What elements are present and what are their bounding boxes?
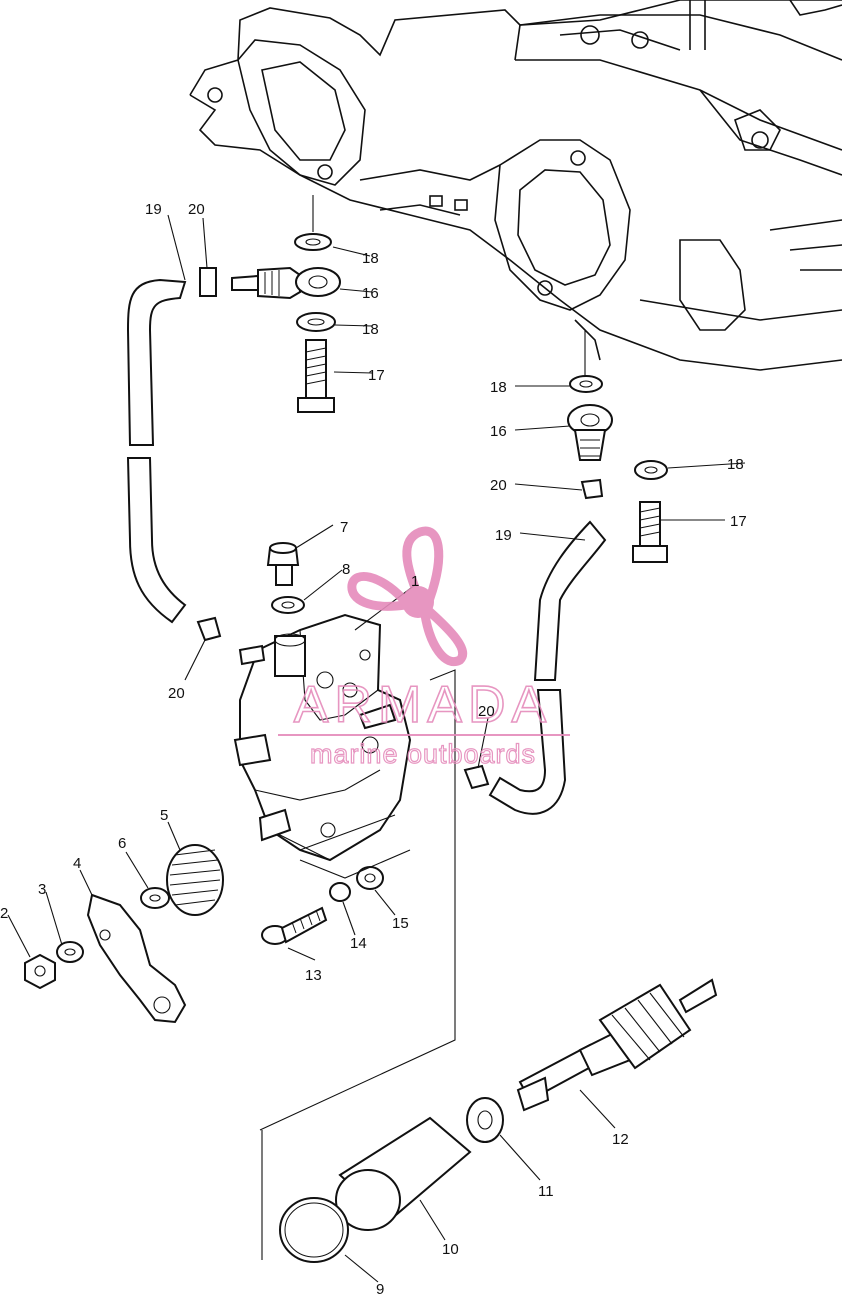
callout-10: 10: [442, 1241, 459, 1258]
hose-clips: [196, 616, 490, 790]
callout-labels: 19 20 18 16 18 17 18 16 18 20 17 19 7 8 …: [0, 201, 747, 1296]
callout-14: 14: [350, 935, 367, 952]
lever-assembly: [24, 844, 224, 1024]
callout-20-right: 20: [490, 477, 507, 494]
callout-8: 8: [342, 561, 350, 578]
callout-20-lower-left: 20: [168, 685, 185, 702]
armada-watermark: ARMADA marine outboards: [278, 526, 570, 770]
watermark-brand: ARMADA: [294, 676, 552, 734]
callout-20-top: 20: [188, 201, 205, 218]
drive-gear-assembly: [259, 669, 718, 1263]
callout-15: 15: [392, 915, 409, 932]
callout-19-right: 19: [495, 527, 512, 544]
left-banjo-assembly: [199, 195, 341, 413]
callout-18-right: 18: [727, 456, 744, 473]
callout-19-left: 19: [145, 201, 162, 218]
fuel-hoses: [126, 278, 607, 815]
callout-20-lower-right: 20: [478, 703, 495, 720]
callout-5: 5: [160, 807, 168, 824]
callout-6: 6: [118, 835, 126, 852]
callout-18-mid-left: 18: [362, 321, 379, 338]
engine-block: [189, 0, 842, 371]
callout-2: 2: [0, 905, 8, 922]
callout-7: 7: [340, 519, 348, 536]
callout-13: 13: [305, 967, 322, 984]
callout-1: 1: [411, 573, 419, 590]
callout-16-left: 16: [362, 285, 379, 302]
callout-17-left: 17: [368, 367, 385, 384]
callout-9: 9: [376, 1281, 384, 1296]
callout-17-right: 17: [730, 513, 747, 530]
callout-11: 11: [538, 1183, 554, 1200]
mounting-screw-set: [261, 849, 411, 945]
callout-12: 12: [612, 1131, 629, 1148]
callout-18-right-top: 18: [490, 379, 507, 396]
right-banjo-assembly: [567, 330, 668, 563]
callout-4: 4: [73, 855, 81, 872]
screw-and-washer: [266, 542, 305, 614]
watermark-tagline: marine outboards: [310, 739, 536, 769]
callout-3: 3: [38, 881, 46, 898]
propeller-logo-icon: [347, 526, 468, 667]
callout-18-top-left: 18: [362, 250, 379, 267]
fuel-pump-body: [233, 613, 412, 862]
callout-16-right: 16: [490, 423, 507, 440]
